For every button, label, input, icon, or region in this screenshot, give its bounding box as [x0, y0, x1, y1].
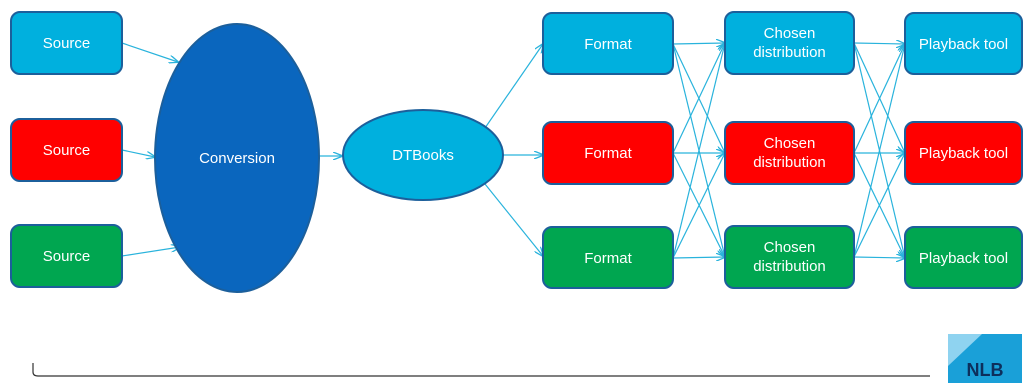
nlb-logo: NLB [948, 334, 1022, 383]
arrow-distribution-to-playback [853, 257, 905, 258]
conversion-ellipse [154, 23, 320, 293]
arrow-format-to-distribution [672, 43, 725, 44]
distribution-label-line1: Chosen [764, 135, 816, 152]
arrow-source-to-conversion [121, 42, 178, 62]
format-label: Format [584, 145, 632, 162]
playback-tool-label: Playback tool [919, 250, 1008, 267]
source-node: Source [10, 224, 123, 288]
nlb-logo-text: NLB [967, 360, 1004, 380]
distribution-label-line2: distribution [753, 154, 826, 171]
connector-arrows [121, 42, 905, 259]
arrow-dtbooks-to-format [484, 44, 543, 129]
source-node: Source [10, 11, 123, 75]
playback-tool-label: Playback tool [919, 145, 1008, 162]
playback-tool-node: Playback tool [904, 226, 1023, 289]
arrow-distribution-to-playback [853, 153, 905, 258]
dtbooks-ellipse [342, 109, 504, 201]
format-box [542, 121, 674, 185]
format-box [542, 12, 674, 75]
distribution-box [724, 121, 855, 185]
source-label: Source [43, 142, 91, 159]
playback-tool-label: Playback tool [919, 36, 1008, 53]
conversion-node: Conversion [154, 23, 320, 293]
distribution-label-line1: Chosen [764, 25, 816, 42]
arrow-format-to-distribution [672, 153, 725, 259]
dtbooks-label: DTBooks [392, 147, 454, 164]
arrow-format-to-distribution [672, 43, 725, 259]
arrow-distribution-to-playback [853, 44, 905, 258]
format-label: Format [584, 250, 632, 267]
playback-tool-box [904, 226, 1023, 289]
distribution-node: Chosen distribution [724, 11, 855, 75]
format-label: Format [584, 36, 632, 53]
dtbooks-node: DTBooks [342, 109, 504, 201]
distribution-node: Chosen distribution [724, 121, 855, 185]
distribution-label-line2: distribution [753, 258, 826, 275]
arrow-distribution-to-playback [853, 44, 905, 154]
arrow-source-to-conversion [121, 247, 180, 257]
arrow-source-to-conversion [121, 149, 155, 157]
footer-baseline [32, 363, 930, 377]
format-node: Format [542, 121, 674, 185]
distribution-box [724, 225, 855, 289]
format-node: Format [542, 226, 674, 289]
format-node: Format [542, 12, 674, 75]
distribution-box [724, 11, 855, 75]
source-node: Source [10, 118, 123, 182]
format-box [542, 226, 674, 289]
arrow-dtbooks-to-format [484, 183, 543, 256]
playback-tool-node: Playback tool [904, 121, 1023, 185]
playback-tool-box [904, 12, 1023, 75]
source-label: Source [43, 35, 91, 52]
conversion-label: Conversion [199, 150, 275, 167]
source-box [10, 224, 123, 288]
source-label: Source [43, 248, 91, 265]
distribution-label-line2: distribution [753, 44, 826, 61]
playback-tool-node: Playback tool [904, 12, 1023, 75]
playback-tool-box [904, 121, 1023, 185]
arrow-format-to-distribution [672, 43, 725, 154]
arrow-distribution-to-playback [853, 43, 905, 44]
source-box [10, 118, 123, 182]
distribution-label-line1: Chosen [764, 239, 816, 256]
source-box [10, 11, 123, 75]
nlb-logo-accent [948, 334, 982, 366]
distribution-node: Chosen distribution [724, 225, 855, 289]
arrow-format-to-distribution [672, 257, 725, 258]
